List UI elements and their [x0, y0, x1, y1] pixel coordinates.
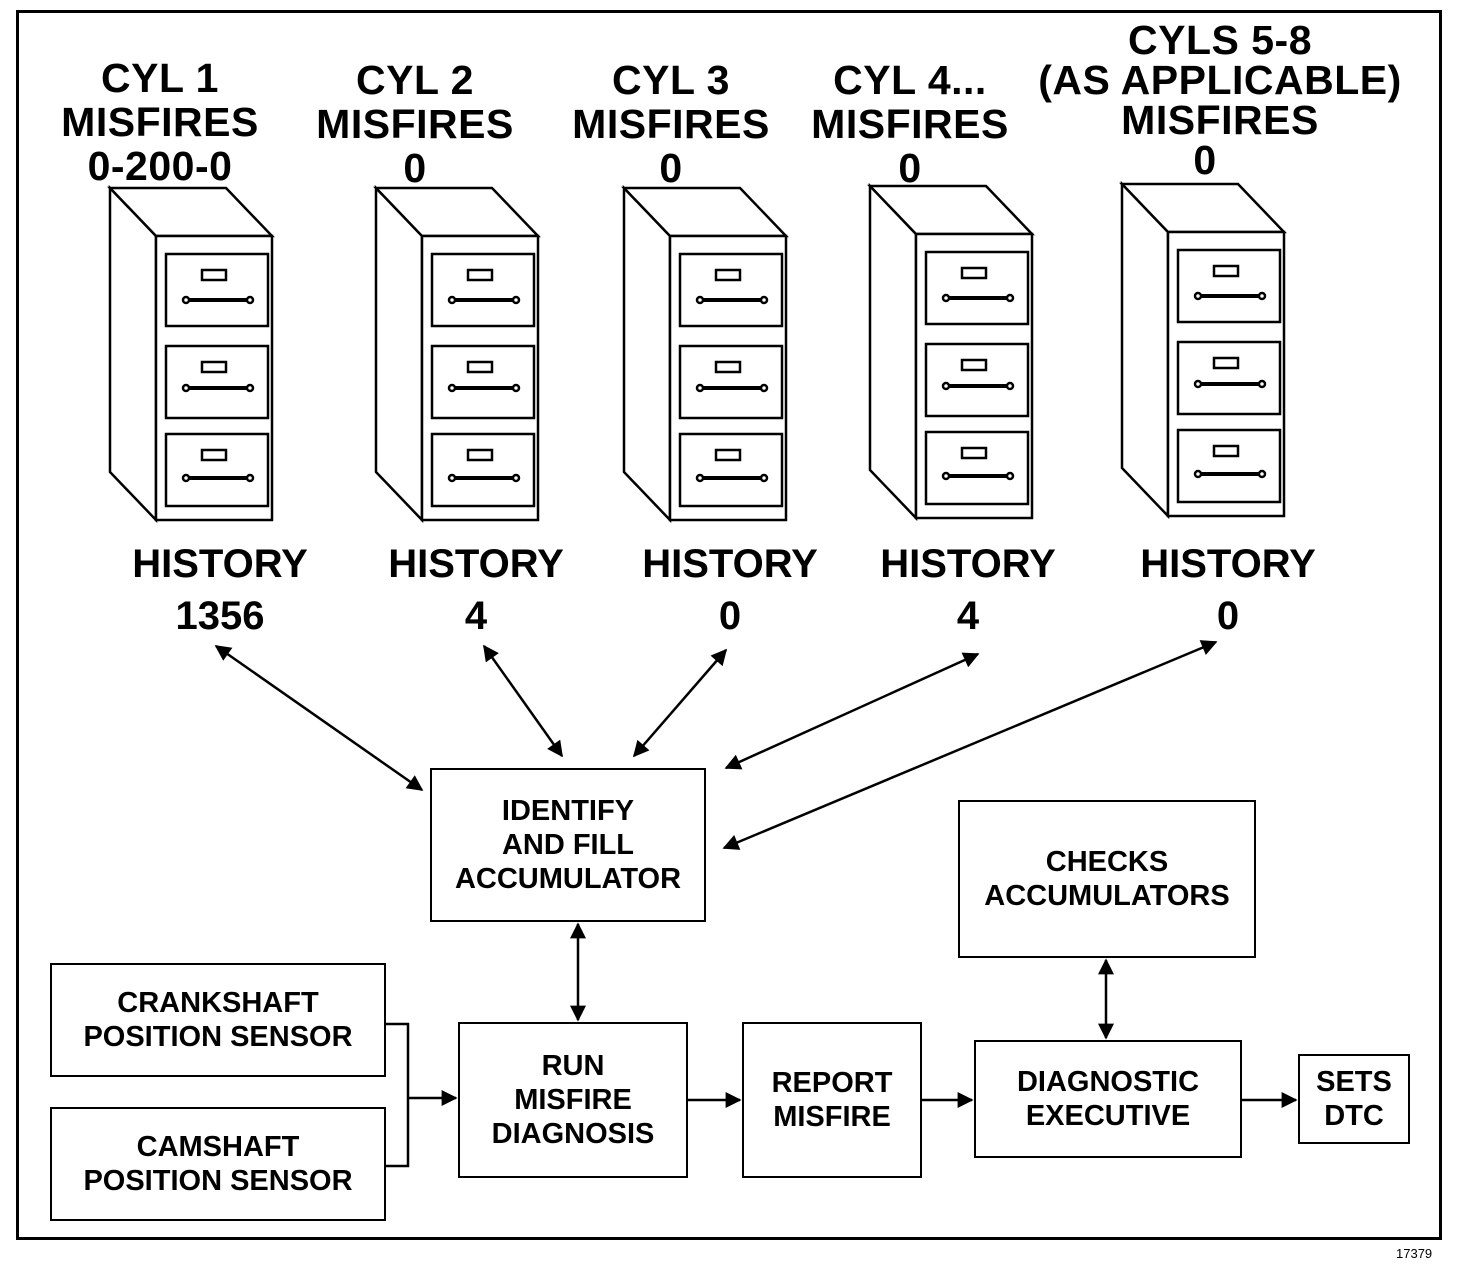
- diagram-frame: [16, 10, 1442, 1240]
- arrow-cyl3-accumulator: [632, 648, 728, 758]
- sets-dtc-box: SETS DTC: [1298, 1054, 1410, 1144]
- cyl-5-8-misfires: MISFIRES: [1121, 97, 1319, 143]
- file-cabinet-icon: [621, 184, 789, 524]
- camshaft-sensor-box: CAMSHAFT POSITION SENSOR: [50, 1107, 386, 1221]
- cyl-5-8-applicable: (AS APPLICABLE): [1038, 57, 1402, 103]
- file-cabinet-icon: [867, 182, 1035, 522]
- identify-accumulator-label: IDENTIFY AND FILL ACCUMULATOR: [454, 795, 682, 895]
- run-misfire-box: RUN MISFIRE DIAGNOSIS: [458, 1022, 688, 1178]
- sets-dtc-label: SETS DTC: [1316, 1066, 1392, 1132]
- cyl-5-8-count: 0: [1193, 137, 1217, 183]
- cyl-1-header: CYL 1 MISFIRES 0-200-0: [61, 55, 259, 189]
- arrow-cyl2-accumulator: [482, 644, 564, 758]
- report-misfire-box: REPORT MISFIRE: [742, 1022, 922, 1178]
- cyl-5-8-history: HISTORY 0: [1140, 542, 1316, 638]
- cyl-1-history: HISTORY 1356: [132, 542, 308, 638]
- camshaft-sensor-label: CAMSHAFT POSITION SENSOR: [83, 1131, 353, 1197]
- report-misfire-label: REPORT MISFIRE: [771, 1067, 893, 1133]
- crankshaft-sensor-box: CRANKSHAFT POSITION SENSOR: [50, 963, 386, 1077]
- diagnostic-executive-label: DIAGNOSTIC EXECUTIVE: [1016, 1066, 1200, 1132]
- cyl-2-header: CYL 2 MISFIRES 0: [316, 57, 514, 191]
- figure-number: 17379: [1396, 1246, 1433, 1261]
- identify-accumulator-box: IDENTIFY AND FILL ACCUMULATOR: [430, 768, 706, 922]
- file-cabinet-icon: [107, 184, 275, 524]
- cyl-2-history: HISTORY 4: [388, 542, 564, 638]
- diagnostic-executive-box: DIAGNOSTIC EXECUTIVE: [974, 1040, 1242, 1158]
- crankshaft-sensor-label: CRANKSHAFT POSITION SENSOR: [83, 987, 353, 1053]
- run-misfire-label: RUN MISFIRE DIAGNOSIS: [491, 1050, 655, 1150]
- arrow-cyl4-accumulator: [724, 652, 980, 770]
- file-cabinet-icon: [373, 184, 541, 524]
- cyl-4-header: CYL 4... MISFIRES 0: [811, 57, 1009, 191]
- cyl-5-8-title: CYLS 5-8: [1128, 17, 1312, 63]
- cyl-3-header: CYL 3 MISFIRES 0: [572, 57, 770, 191]
- file-cabinet-icon: [1119, 180, 1287, 520]
- crankshaft-connector: [386, 1022, 410, 1098]
- cyl-3-history: HISTORY 0: [642, 542, 818, 638]
- checks-accumulators-label: CHECKS ACCUMULATORS: [984, 846, 1230, 912]
- arrow-cyl5-8-accumulator: [722, 640, 1218, 850]
- camshaft-connector: [386, 1098, 410, 1168]
- arrow-cyl1-accumulator: [214, 644, 424, 792]
- cyl-4-history: HISTORY 4: [880, 542, 1056, 638]
